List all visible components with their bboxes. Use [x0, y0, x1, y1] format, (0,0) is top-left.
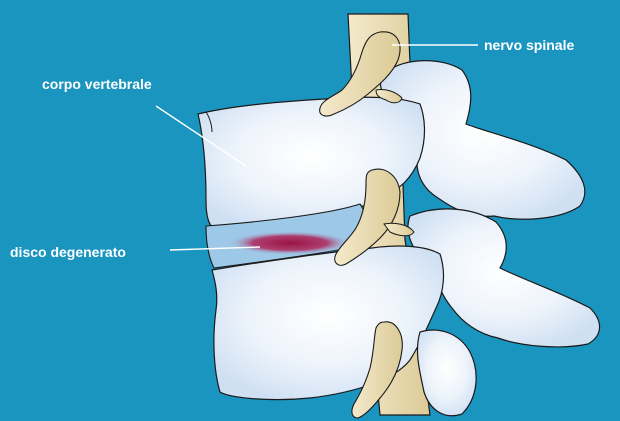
- label-vertebral-body: corpo vertebrale: [42, 76, 152, 92]
- label-degenerated-disc: disco degenerato: [10, 244, 126, 260]
- disc-degeneration: [228, 231, 352, 255]
- label-spinal-nerve: nervo spinale: [484, 37, 574, 53]
